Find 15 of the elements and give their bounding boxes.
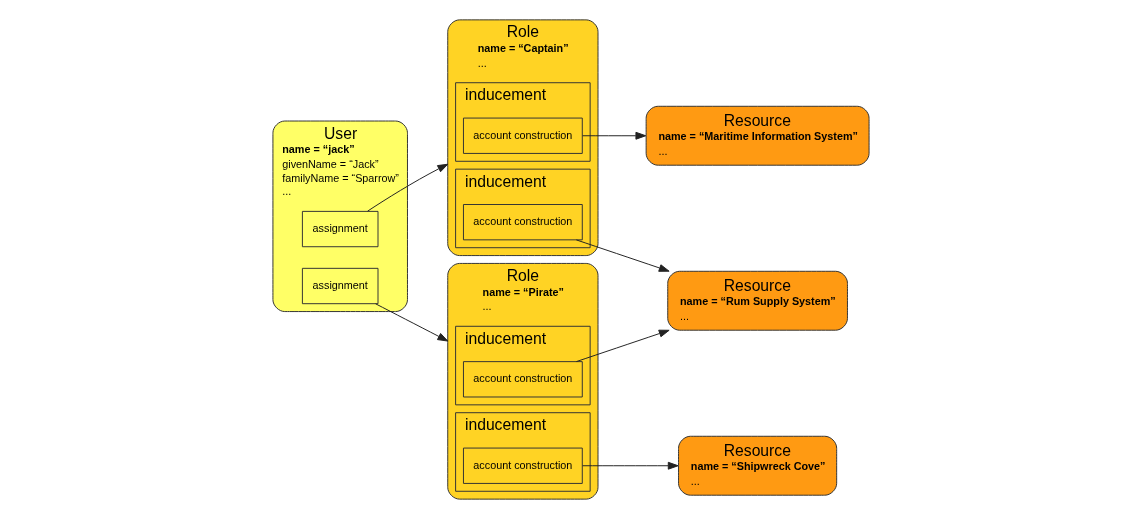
- node-box: Resource name = “Rum Supply System” ...: [666, 270, 848, 331]
- node-box: assignment: [301, 267, 378, 305]
- arrow: [581, 461, 679, 470]
- node-box: Resource name = “Shipwreck Cove” ...: [677, 435, 837, 496]
- arrow: [366, 163, 448, 212]
- node-box: Resource name = “Maritime Information System” ...: [645, 105, 870, 166]
- arrow: [374, 303, 448, 342]
- node-box: account construction: [462, 117, 583, 154]
- node-box: account construction: [462, 447, 583, 484]
- arrow: [581, 131, 646, 140]
- arrow: [575, 239, 670, 272]
- node-box: account construction: [462, 204, 583, 241]
- node-box: account construction: [462, 361, 583, 398]
- arrow: [575, 329, 670, 363]
- node-box: assignment: [301, 210, 378, 248]
